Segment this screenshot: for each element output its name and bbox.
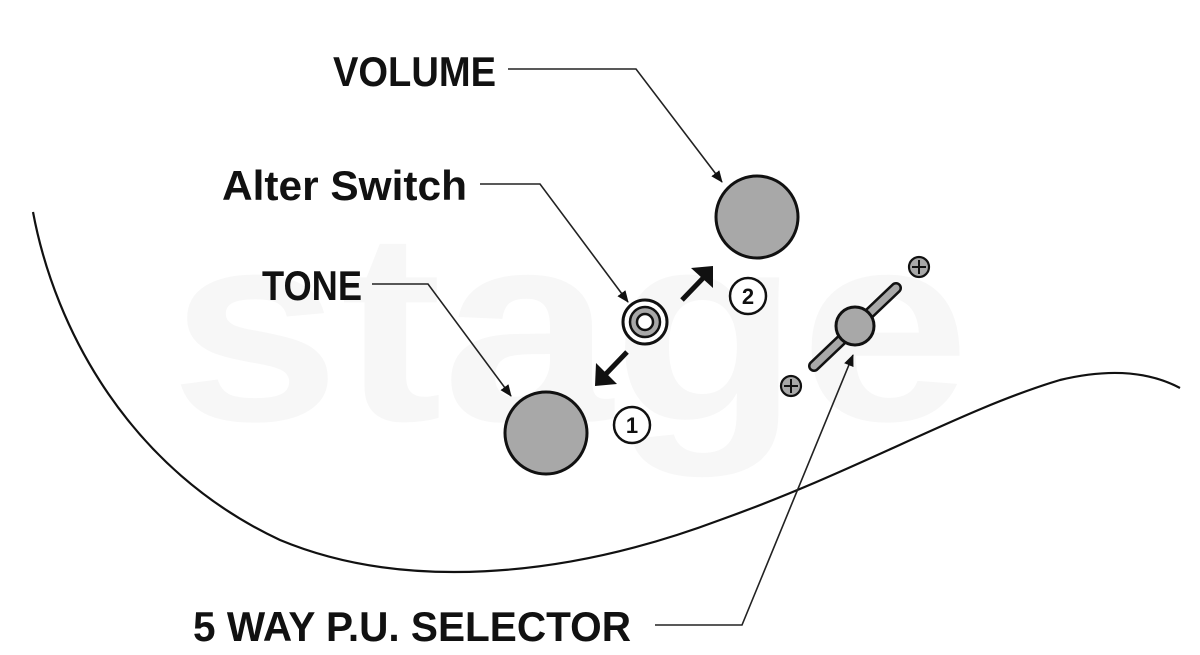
screw-icon — [779, 374, 803, 398]
alter-switch-leader-line — [480, 183, 629, 303]
selector-leader-line — [655, 354, 854, 626]
position-marker-2: 2 — [728, 276, 768, 316]
volume-knob[interactable] — [714, 174, 800, 260]
body-outline-curve — [31, 211, 1181, 574]
direction-arrow-up — [680, 266, 713, 302]
tone-leader-line — [372, 283, 512, 397]
volume-leader-line — [508, 68, 723, 183]
selector-label: 5 WAY P.U. SELECTOR — [193, 603, 631, 650]
alter-switch-label: Alter Switch — [222, 162, 467, 209]
tone-knob[interactable] — [503, 390, 589, 476]
tone-label: TONE — [262, 262, 362, 309]
alter-switch[interactable] — [621, 298, 669, 346]
volume-label: VOLUME — [333, 48, 496, 95]
svg-text:1: 1 — [626, 413, 638, 438]
pickup-selector-switch[interactable] — [808, 282, 902, 372]
direction-arrow-down — [595, 350, 629, 386]
position-marker-1: 1 — [612, 405, 652, 445]
svg-text:2: 2 — [742, 284, 754, 309]
screw-icon — [907, 255, 931, 279]
